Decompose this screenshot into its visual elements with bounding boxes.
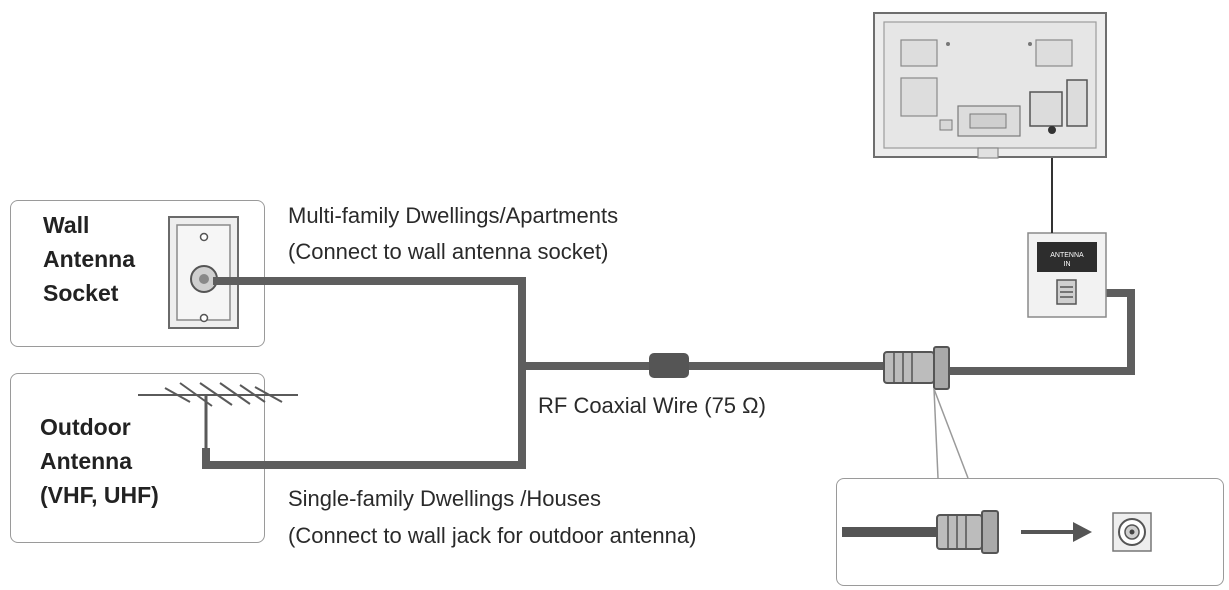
inset-arrow-icon	[1073, 522, 1092, 542]
wire-caption: RF Coaxial Wire (75 Ω)	[538, 393, 766, 418]
ferrite-bead-icon	[649, 353, 689, 378]
houses-note: (Connect to wall jack for outdoor antenn…	[288, 523, 697, 548]
zoom-callout-lines	[933, 388, 969, 479]
cable-from-outdoor-antenna	[202, 366, 526, 469]
antenna-in-label-line1: ANTENNA	[1050, 252, 1084, 259]
outdoor-antenna-label-line1: Outdoor	[40, 414, 131, 440]
wall-antenna-label-line3: Socket	[43, 280, 119, 306]
outdoor-antenna-label-line3: (VHF, UHF)	[40, 482, 159, 508]
coax-plug-icon	[883, 346, 950, 390]
outdoor-antenna-box	[10, 373, 265, 543]
houses-caption: Single-family Dwellings /Houses	[288, 486, 602, 511]
inset-plug-icon	[936, 514, 983, 550]
wall-antenna-label-line2: Antenna	[43, 246, 135, 272]
inset-plug-to-socket	[842, 510, 1152, 554]
apartments-note: (Connect to wall antenna socket)	[288, 239, 609, 264]
apartments-caption: Multi-family Dwellings/Apartments	[288, 203, 619, 228]
wall-socket-plate-icon	[168, 216, 239, 329]
outdoor-antenna-label: Outdoor Antenna (VHF, UHF)	[40, 410, 159, 512]
cable-from-wall-socket	[213, 277, 526, 366]
wall-antenna-label-line1: Wall	[43, 212, 90, 238]
wall-antenna-label: Wall Antenna Socket	[43, 208, 135, 310]
antenna-in-label-line2: IN	[1064, 261, 1071, 268]
cable-to-tv-input	[945, 289, 1135, 375]
inset-cable	[842, 527, 937, 537]
coaxial-cables	[202, 277, 1135, 469]
tv-rear-view-icon	[873, 12, 1107, 159]
outdoor-antenna-icon	[138, 382, 298, 450]
tv-antenna-input-panel: ANTENNA IN	[1027, 135, 1107, 318]
outdoor-antenna-label-line2: Antenna	[40, 448, 132, 474]
